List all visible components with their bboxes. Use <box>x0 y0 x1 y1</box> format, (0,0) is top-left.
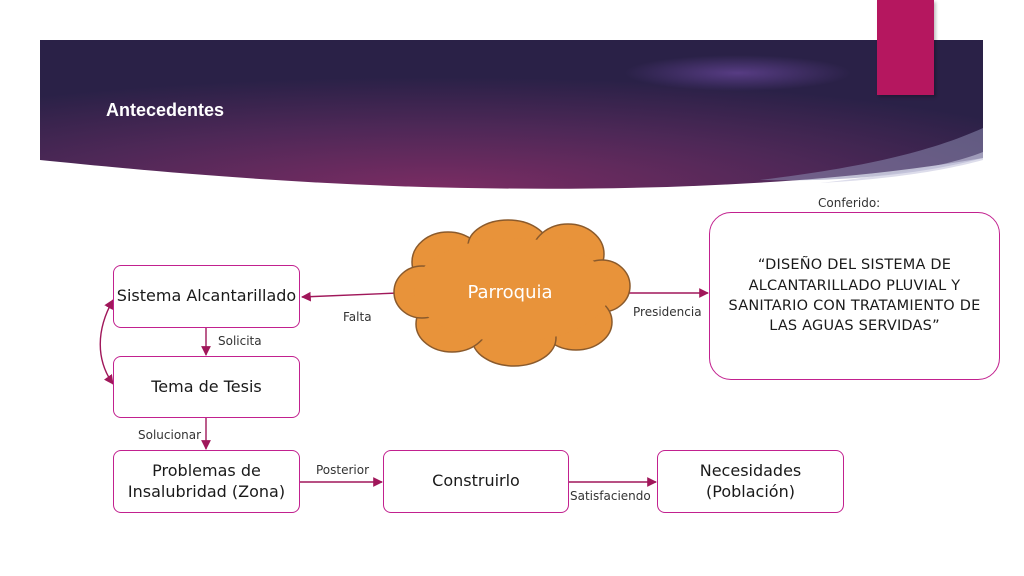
problemas-box: Problemas de Insalubridad (Zona) <box>113 450 300 513</box>
label-solucionar: Solucionar <box>138 428 202 442</box>
problemas-text: Problemas de Insalubridad (Zona) <box>127 460 286 501</box>
parroquia-label: Parroquia <box>467 282 553 303</box>
necesidades-box: Necesidades (Población) <box>657 450 844 513</box>
sistema-alcantarillado-box: Sistema Alcantarillado <box>113 265 300 328</box>
construirlo-box: Construirlo <box>383 450 569 513</box>
necesidades-text: Necesidades (Población) <box>699 460 802 501</box>
banner-background <box>40 40 983 190</box>
header-banner <box>40 40 983 190</box>
diseno-box: “DISEÑO DEL SISTEMA DE ALCANTARILLADO PL… <box>709 212 1000 380</box>
label-posterior: Posterior <box>316 463 370 477</box>
diseno-text: “DISEÑO DEL SISTEMA DE ALCANTARILLADO PL… <box>728 257 981 335</box>
construirlo-text: Construirlo <box>432 471 520 491</box>
tema-de-tesis-text: Tema de Tesis <box>151 376 262 396</box>
accent-tab <box>877 0 934 95</box>
cloud-shape <box>393 219 631 367</box>
tema-de-tesis-box: Tema de Tesis <box>113 356 300 418</box>
label-solicita: Solicita <box>218 334 262 348</box>
label-satisfaciendo: Satisfaciendo <box>570 489 651 503</box>
slide-title: Antecedentes <box>106 100 225 120</box>
arrow-sistema-tema-loop <box>99 299 114 385</box>
label-presidencia: Presidencia <box>633 305 702 319</box>
label-conferido: Conferido: <box>818 196 881 210</box>
sistema-alcantarillado-text: Sistema Alcantarillado <box>116 286 297 306</box>
label-falta: Falta <box>343 310 372 324</box>
arrow-parroquia-to-sistema <box>301 291 399 302</box>
